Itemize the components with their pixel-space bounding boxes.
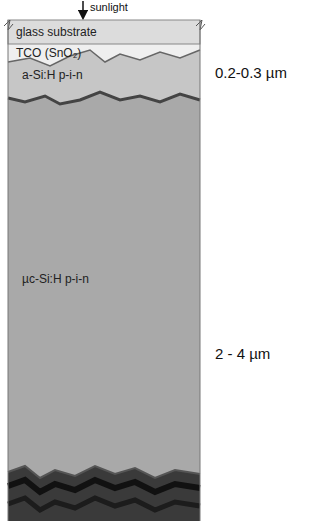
back-contact-line (8, 498, 200, 510)
dimension-label: 2 - 4 µm (215, 345, 270, 362)
layer-name: glass substrate (16, 25, 97, 39)
back-contact-line (8, 480, 200, 492)
stack-edge (200, 20, 201, 521)
layer-band: glass substrate (12, 23, 101, 41)
a-si-layer (8, 44, 200, 104)
dimension-label: 0.2-0.3 µm (215, 64, 287, 81)
layer-band: TCO (SnO₂) (12, 44, 85, 62)
stack-edge (8, 20, 9, 521)
layer-band: a-Si:H p-i-n (18, 66, 87, 84)
back-contact-layer (8, 466, 200, 521)
layer-name: a-Si:H p-i-n (22, 68, 83, 82)
layer-name: µc-Si:H p-i-n (22, 272, 89, 286)
layer-boundary (8, 466, 200, 478)
layer-band: µc-Si:H p-i-n (18, 270, 93, 288)
glass-layer (8, 20, 200, 44)
uc-si-layer (8, 44, 200, 521)
layer-name: TCO (SnO₂) (16, 46, 81, 60)
tco-layer (8, 44, 200, 66)
layer-boundary (8, 92, 200, 104)
light-label: sunlight (90, 1, 128, 13)
sunlight-arrow (82, 1, 84, 15)
